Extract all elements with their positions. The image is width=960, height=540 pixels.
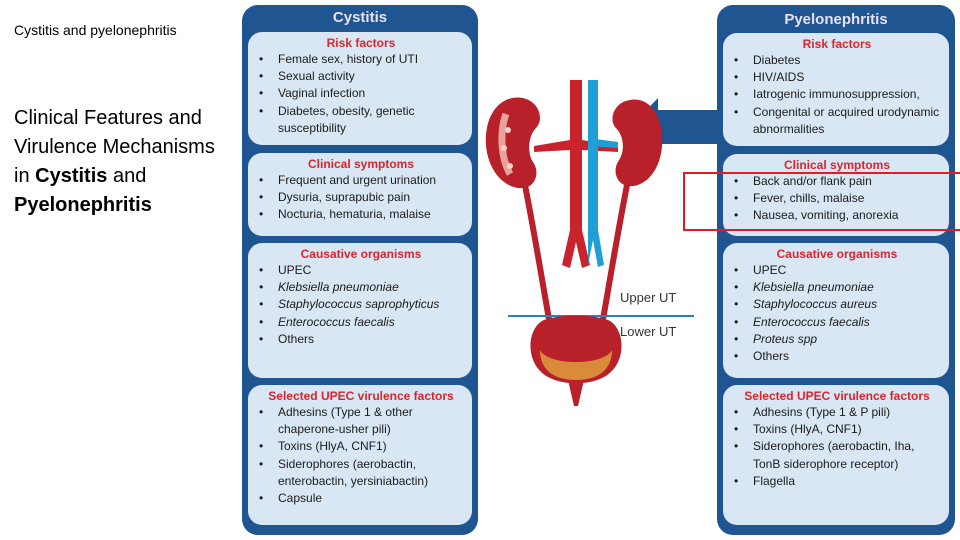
list-item: Vaginal infection — [259, 85, 466, 102]
upper-ut-label: Upper UT — [620, 290, 677, 305]
box-title: Clinical symptoms — [783, 158, 891, 172]
list-item: Proteus spp — [734, 331, 943, 348]
aorta-icon — [562, 80, 590, 268]
cystitis-organisms-box: Causative organisms UPEC Klebsiella pneu… — [248, 243, 472, 378]
cystitis-risk-box: Risk factors Female sex, history of UTI … — [248, 32, 472, 145]
risk-list: Female sex, history of UTI Sexual activi… — [256, 51, 466, 137]
list-item: Diabetes, obesity, genetic susceptibilit… — [259, 103, 466, 137]
title-line: Clinical Features and Virulence Mechanis… — [14, 107, 215, 187]
title-cystitis: Cystitis — [35, 165, 108, 187]
virulence-list: Adhesins (Type 1 & other chaperone-usher… — [256, 404, 466, 507]
list-item: Iatrogenic immunosuppression, — [734, 86, 943, 103]
list-item: Diabetes — [734, 52, 943, 69]
organisms-list: UPEC Klebsiella pneumoniae Staphylococcu… — [731, 262, 943, 365]
slide-subtitle: Cystitis and pyelonephritis — [14, 22, 177, 38]
cystitis-panel-title: Cystitis — [332, 9, 388, 26]
list-item: Enterococcus faecalis — [734, 314, 943, 331]
list-item: Flagella — [734, 473, 943, 490]
list-item: Toxins (HlyA, CNF1) — [734, 421, 943, 438]
list-item: Klebsiella pneumoniae — [259, 279, 466, 296]
list-item: Siderophores (aerobactin, Iha, TonB side… — [734, 438, 943, 472]
ureter-left-icon — [521, 179, 553, 326]
list-item: Siderophores (aerobactin, enterobactin, … — [259, 456, 466, 490]
symptoms-list: Back and/or flank pain Fever, chills, ma… — [731, 173, 943, 225]
list-item: Enterococcus faecalis — [259, 314, 466, 331]
list-item: Back and/or flank pain — [734, 173, 943, 190]
box-title: Causative organisms — [300, 247, 422, 261]
kidney-right-icon — [612, 99, 663, 187]
organisms-list: UPEC Klebsiella pneumoniae Staphylococcu… — [256, 262, 466, 348]
list-item: Capsule — [259, 490, 466, 507]
pyelo-organisms-box: Causative organisms UPEC Klebsiella pneu… — [723, 243, 949, 378]
list-item: Dysuria, suprapubic pain — [259, 189, 466, 206]
symptoms-highlight-box — [683, 172, 960, 231]
box-title: Selected UPEC virulence factors — [744, 389, 930, 403]
list-item: Sexual activity — [259, 68, 466, 85]
list-item: Others — [259, 331, 466, 348]
list-item: UPEC — [734, 262, 943, 279]
urinary-tract-illustration — [485, 80, 717, 406]
list-item: Nocturia, hematuria, malaise — [259, 206, 466, 223]
title-and: and — [112, 165, 147, 187]
kidney-left-icon — [485, 97, 540, 189]
vena-cava-icon — [588, 80, 604, 267]
lower-ut-label: Lower UT — [620, 324, 677, 339]
list-item: Staphylococcus aureus — [734, 296, 943, 313]
cystitis-panel: Cystitis Risk factors Female sex, histor… — [242, 5, 478, 535]
list-item: Adhesins (Type 1 & P pili) — [734, 404, 943, 421]
pyelonephritis-panel: Pyelonephritis Risk factors Diabetes HIV… — [717, 5, 955, 535]
list-item: UPEC — [259, 262, 466, 279]
list-item: Nausea, vomiting, anorexia — [734, 207, 943, 224]
pyelo-symptoms-box: Clinical symptoms Back and/or flank pain… — [723, 154, 949, 236]
list-item: Klebsiella pneumoniae — [734, 279, 943, 296]
title-pyelonephritis: Pyelonephritis — [14, 194, 152, 216]
box-title: Risk factors — [802, 37, 872, 51]
list-item: Congenital or acquired urodynamic abnorm… — [734, 104, 943, 138]
risk-list: Diabetes HIV/AIDS Iatrogenic immunosuppr… — [731, 52, 943, 138]
box-title: Causative organisms — [776, 247, 898, 261]
pyelonephritis-panel-title: Pyelonephritis — [784, 11, 888, 28]
urethra-icon — [568, 380, 584, 406]
pyelo-virulence-box: Selected UPEC virulence factors Adhesins… — [723, 385, 949, 525]
cystitis-virulence-box: Selected UPEC virulence factors Adhesins… — [248, 385, 472, 525]
box-title: Clinical symptoms — [307, 157, 415, 171]
ureter-right-icon — [599, 179, 631, 326]
list-item: Adhesins (Type 1 & other chaperone-usher… — [259, 404, 466, 438]
slide-title: Clinical Features and Virulence Mechanis… — [14, 104, 234, 220]
list-item: Fever, chills, malaise — [734, 190, 943, 207]
list-item: Staphylococcus saprophyticus — [259, 296, 466, 313]
list-item: Others — [734, 348, 943, 365]
pyelo-risk-box: Risk factors Diabetes HIV/AIDS Iatrogeni… — [723, 33, 949, 146]
symptoms-list: Frequent and urgent urination Dysuria, s… — [256, 172, 466, 224]
virulence-list: Adhesins (Type 1 & P pili) Toxins (HlyA,… — [731, 404, 943, 490]
cystitis-symptoms-box: Clinical symptoms Frequent and urgent ur… — [248, 153, 472, 236]
box-title: Risk factors — [326, 36, 396, 50]
list-item: HIV/AIDS — [734, 69, 943, 86]
box-title: Selected UPEC virulence factors — [268, 389, 454, 403]
list-item: Toxins (HlyA, CNF1) — [259, 438, 466, 455]
list-item: Female sex, history of UTI — [259, 51, 466, 68]
list-item: Frequent and urgent urination — [259, 172, 466, 189]
